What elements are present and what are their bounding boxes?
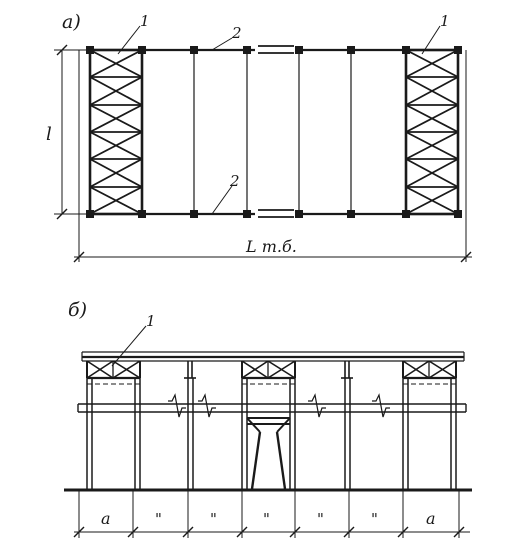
elevation-view: б) bbox=[64, 299, 472, 538]
svg-text:L т.б.: L т.б. bbox=[245, 237, 297, 256]
roof-truss-right bbox=[402, 360, 457, 385]
svg-text:2: 2 bbox=[229, 172, 240, 190]
bay-spacing-label: " bbox=[371, 510, 378, 528]
crane-runway-beam bbox=[77, 393, 467, 418]
svg-text:2: 2 bbox=[231, 24, 242, 42]
plan-callout-2-bottom: 2 bbox=[211, 172, 240, 215]
frame-heads bbox=[184, 361, 353, 379]
plan-panel-label: а) bbox=[62, 11, 81, 33]
bay-spacing-label: " bbox=[210, 510, 217, 528]
svg-text:1: 1 bbox=[146, 312, 156, 330]
bay-spacing-label: " bbox=[155, 510, 162, 528]
plan-callout-2-top: 2 bbox=[211, 24, 242, 51]
plan-callout-1-left: 1 bbox=[117, 12, 150, 55]
span-dimension: l bbox=[46, 44, 86, 220]
portal-brace bbox=[246, 417, 291, 490]
roof-truss-left bbox=[86, 360, 141, 385]
column-nodes bbox=[86, 46, 462, 218]
elevation-panel-label: б) bbox=[68, 299, 87, 321]
roof-truss-center bbox=[241, 360, 296, 385]
bay-spacing-labels: a " " " " " a bbox=[101, 509, 436, 528]
elevation-callout-1: 1 bbox=[111, 312, 156, 367]
plan-callout-1-right: 1 bbox=[421, 12, 450, 55]
bay-spacing-label: a bbox=[101, 509, 111, 528]
bay-spacing-label: " bbox=[263, 510, 270, 528]
bay-spacing-label: " bbox=[317, 510, 324, 528]
bay-dimension-chain bbox=[73, 490, 470, 538]
svg-text:l: l bbox=[46, 124, 52, 145]
roof-slab bbox=[81, 351, 465, 362]
left-braced-bay bbox=[88, 48, 144, 216]
elevation-columns bbox=[86, 378, 457, 489]
bay-spacing-label: a bbox=[426, 509, 436, 528]
right-braced-bay bbox=[404, 48, 460, 216]
svg-text:1: 1 bbox=[440, 12, 450, 30]
svg-text:1: 1 bbox=[140, 12, 150, 30]
plan-view: а) bbox=[46, 11, 472, 263]
plan-frame-lines bbox=[193, 50, 352, 214]
length-dimension: L т.б. bbox=[73, 50, 472, 263]
